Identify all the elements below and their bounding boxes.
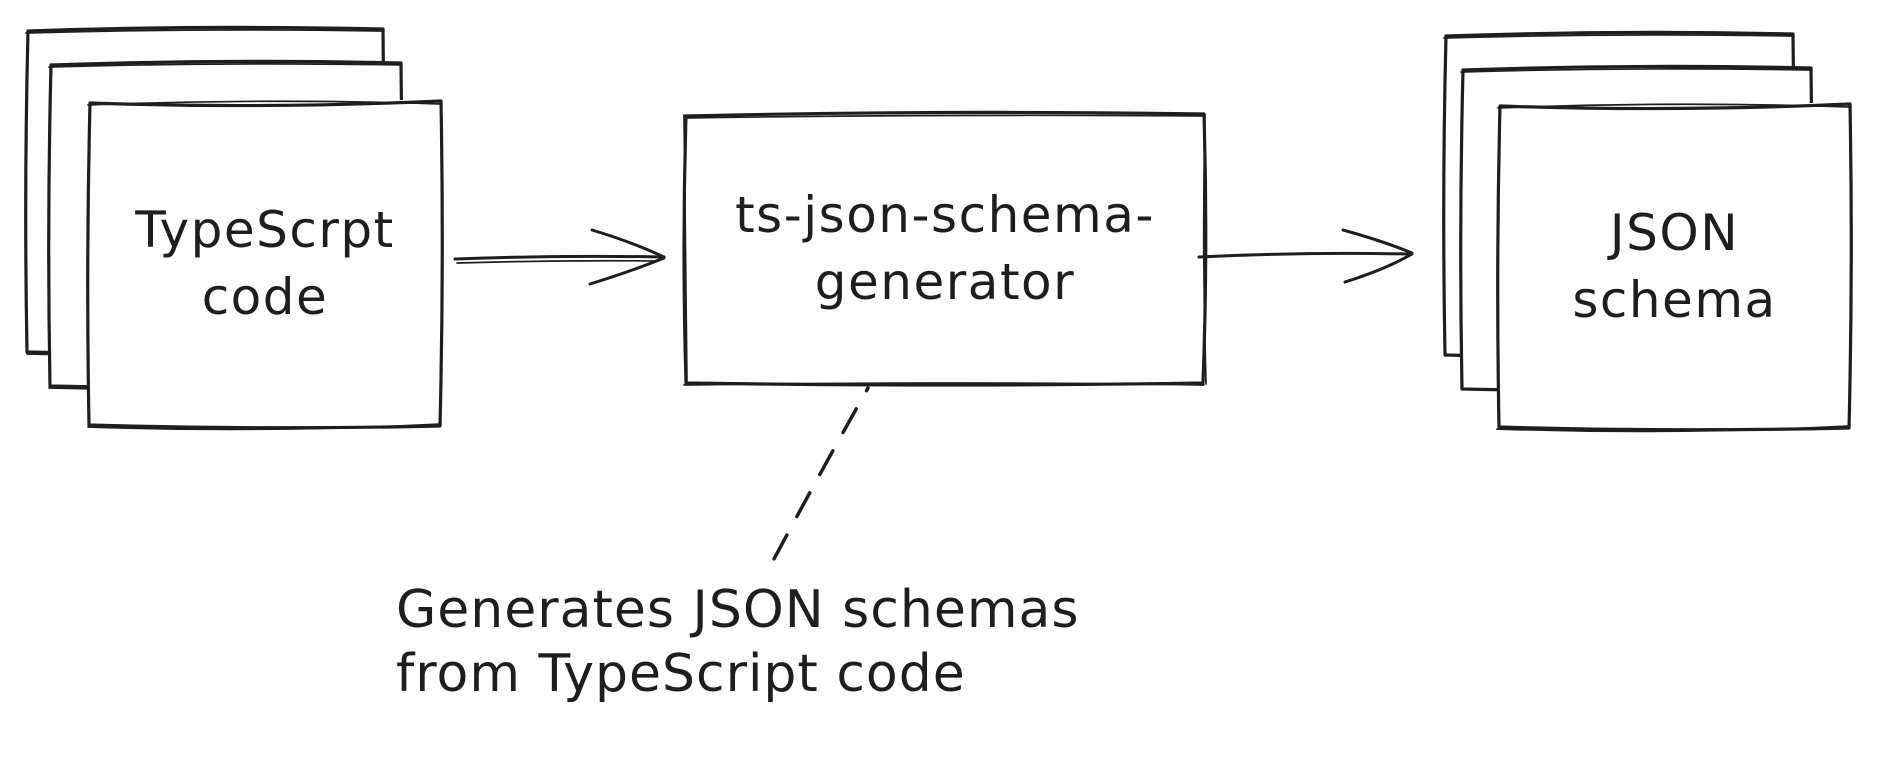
arrow-head: [588, 228, 666, 286]
schema-page-mid-accent: [1460, 68, 1813, 73]
arrow-shaft: [453, 254, 666, 261]
typescript-stack-label: TypeScrpt code: [135, 201, 395, 326]
typescript-page-front-outline: [86, 99, 444, 430]
generator-box-outline: [682, 110, 1208, 387]
generator-box-accent: [683, 113, 1207, 386]
arrow-head: [1341, 228, 1414, 284]
json-schema-stack-shape: [1442, 30, 1853, 433]
schema-page-front-accent: [1496, 103, 1852, 433]
typescript-stack-shape: [24, 25, 444, 431]
annotation-connector-dashed-line: [764, 386, 870, 576]
arrow-shaft-double-stroke: [456, 259, 657, 264]
generator-box-label: ts-json-schema- generator: [735, 186, 1155, 311]
typescript-page-front-fill: [87, 100, 443, 428]
typescript-page-front-accent: [87, 100, 443, 431]
generator-box-fill: [683, 113, 1207, 385]
schema-page-back-accent: [1443, 34, 1795, 39]
json-schema-stack-label: JSON schema: [1572, 203, 1777, 329]
arrow-typescript-to-generator: [453, 228, 666, 286]
annotation-text: Generates JSON schemas from TypeScript c…: [396, 580, 1080, 705]
generator-box-shape: [682, 110, 1208, 387]
arrow-shaft: [1197, 251, 1411, 259]
schema-page-front-outline: [1496, 102, 1853, 432]
schema-page-front-fill: [1497, 103, 1852, 430]
arrow-generator-to-schema: [1197, 228, 1414, 284]
